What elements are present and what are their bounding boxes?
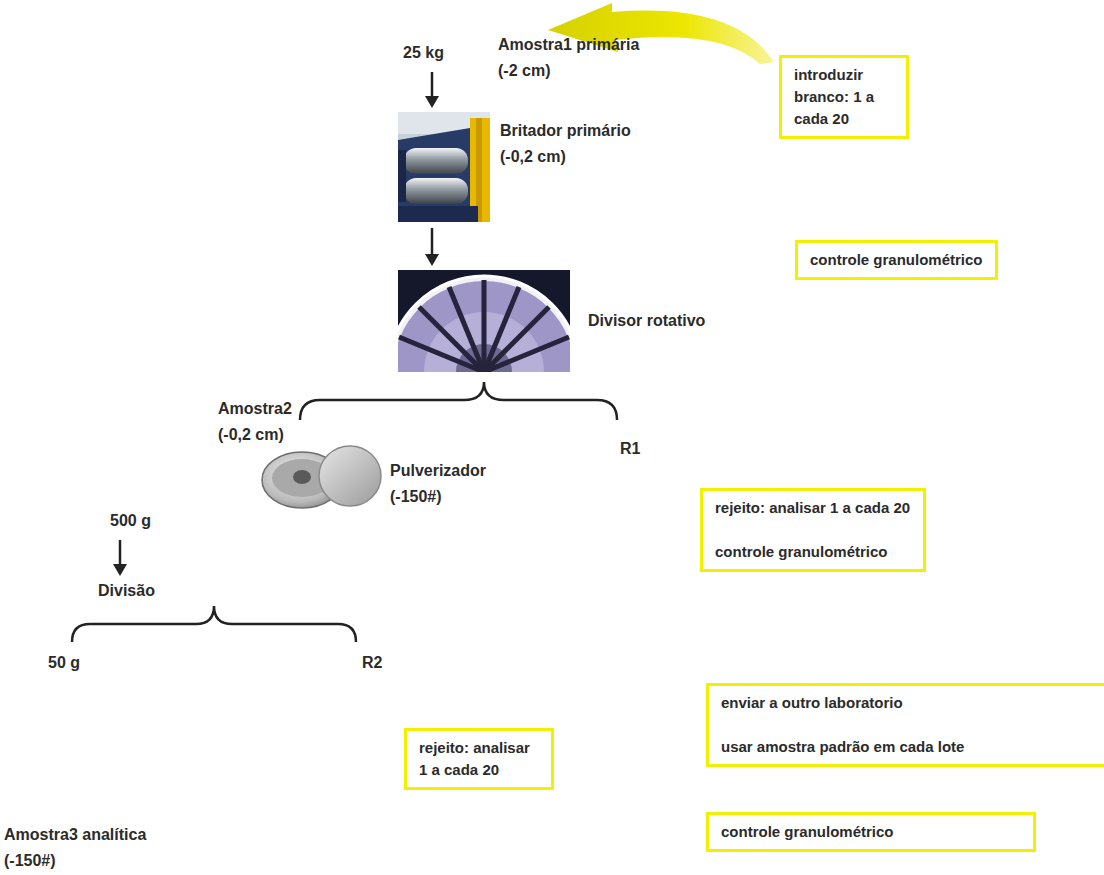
note-box: controle granulométrico [706,812,1036,852]
stage-label: Amostra1 primária (-2 cm) [498,32,658,84]
note-text: introduzir branco: 1 a cada 20 [794,64,894,130]
stage-label: 500 g [110,508,151,534]
flow-arrow [425,72,439,108]
note-text: enviar a outro laboratorio [721,692,1104,714]
stage-label: Divisão [98,578,155,604]
note-box: controle granulométrico [795,240,998,280]
stage-label: R1 [620,436,640,462]
stage-label: R2 [362,650,382,676]
note-text: controle granulométrico [715,541,911,563]
rotary-divider-photo [398,270,570,372]
note-text: rejeito: analisar 1 a cada 20 [715,497,911,519]
pulverizer-photo [262,446,381,508]
stage-label: Amostra2 (-0,2 cm) [218,396,318,448]
note-box: rejeito: analisar 1 a cada 20 [404,728,554,790]
note-box: rejeito: analisar 1 a cada 20 controle gr… [700,488,926,572]
note-text: usar amostra padrão em cada lote [721,736,1104,758]
note-box: enviar a outro laboratorio usar amostra p… [706,683,1104,767]
stage-label: Divisor rotativo [588,308,705,334]
note-text: rejeito: analisar 1 a cada 20 [419,737,539,781]
split-brace [300,382,617,420]
stage-label: 50 g [48,650,80,676]
flow-arrow [113,540,127,576]
split-brace [72,606,356,642]
note-box: introduzir branco: 1 a cada 20 [779,55,909,139]
stage-label: Amostra3 analítica (-150#) [4,822,154,874]
stage-label: 25 kg [403,40,444,66]
stage-label: Pulverizador (-150#) [390,458,500,510]
note-text: controle granulométrico [721,821,1021,843]
stage-label: Britador primário (-0,2 cm) [500,118,650,170]
note-text: controle granulométrico [810,249,983,271]
return-arrow [548,3,774,64]
flow-arrow [425,228,439,266]
crusher-photo [398,112,490,222]
